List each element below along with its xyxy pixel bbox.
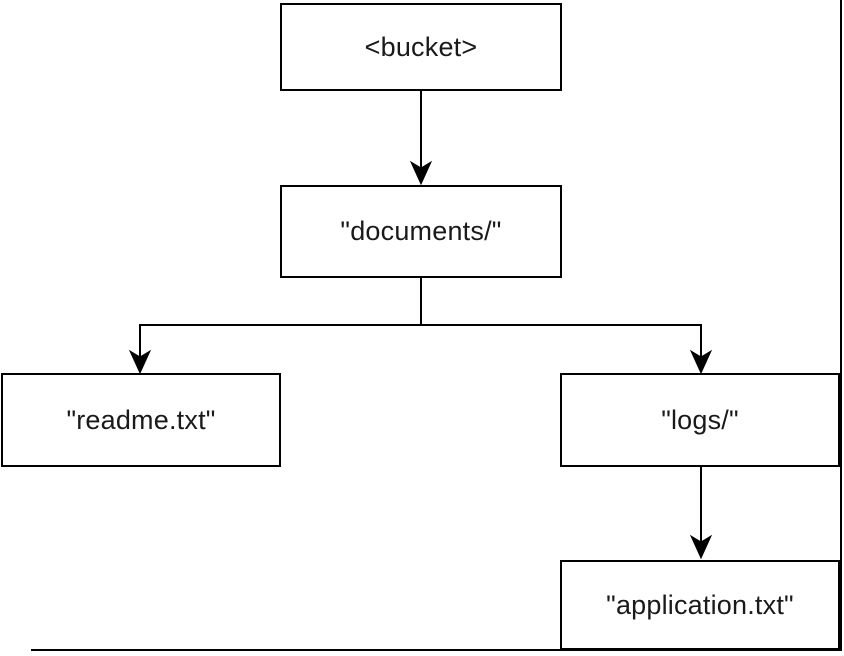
node-documents-label: "documents/" — [340, 216, 502, 246]
edge-logs-application — [689, 467, 713, 560]
edge-documents-split — [128, 278, 713, 375]
node-application: "application.txt" — [560, 560, 840, 650]
node-readme-label: "readme.txt" — [66, 404, 216, 435]
node-logs: "logs/" — [560, 373, 840, 467]
node-bucket: <bucket> — [280, 3, 562, 91]
figure-border — [31, 0, 842, 651]
node-bucket-label: <bucket> — [364, 31, 478, 62]
node-application-label: "application.txt" — [606, 589, 794, 620]
node-documents: "documents/" — [280, 185, 562, 278]
edge-bucket-documents — [409, 91, 433, 186]
node-readme: "readme.txt" — [1, 373, 281, 467]
node-logs-label: "logs/" — [661, 404, 739, 435]
